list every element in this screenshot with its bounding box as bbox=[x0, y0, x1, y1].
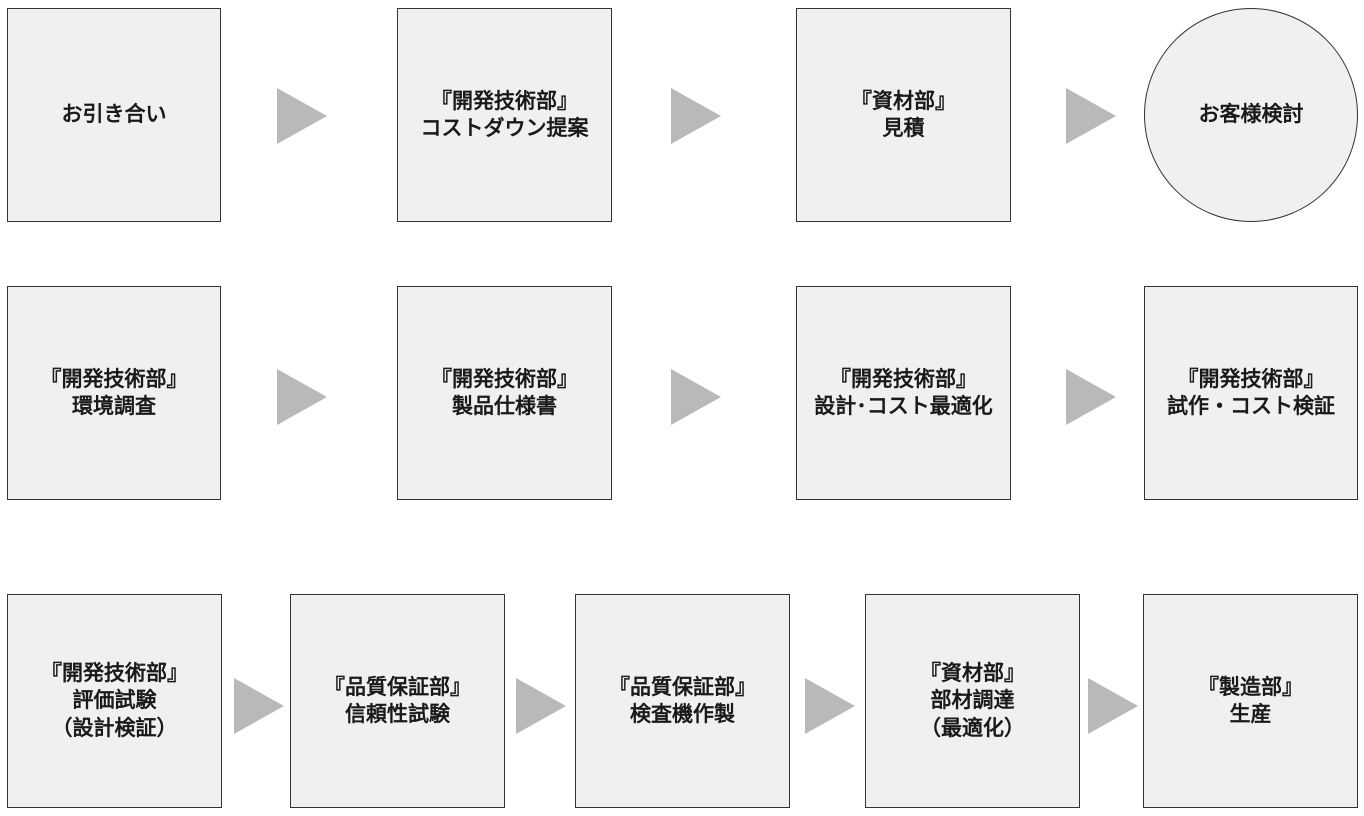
arrow-right-icon bbox=[277, 88, 327, 144]
node-cost-down-proposal: 『開発技術部』 コストダウン提案 bbox=[397, 8, 612, 222]
node-environment-survey: 『開発技術部』 環境調査 bbox=[7, 286, 221, 500]
node-label: 『資材部』 見積 bbox=[851, 88, 956, 140]
node-estimate: 『資材部』 見積 bbox=[796, 8, 1011, 222]
node-reliability-test: 『品質保証部』 信頼性試験 bbox=[290, 594, 505, 808]
node-label: 『資材部』 部材調達 （最適化） bbox=[920, 661, 1025, 740]
node-label: お引き合い bbox=[61, 102, 167, 127]
node-label: 『品質保証部』 検査機作製 bbox=[609, 674, 756, 726]
node-inspection-machine: 『品質保証部』 検査機作製 bbox=[575, 594, 790, 808]
node-evaluation-test: 『開発技術部』 評価試験 （設計検証） bbox=[7, 594, 222, 808]
node-production: 『製造部』 生産 bbox=[1143, 594, 1358, 808]
arrow-right-icon bbox=[516, 678, 566, 734]
node-label: 『開発技術部』 コストダウン提案 bbox=[420, 88, 589, 140]
arrow-right-icon bbox=[1066, 369, 1116, 425]
node-inquiry: お引き合い bbox=[7, 8, 221, 222]
arrow-right-icon bbox=[277, 369, 327, 425]
arrow-right-icon bbox=[805, 678, 855, 734]
node-parts-procurement: 『資材部』 部材調達 （最適化） bbox=[865, 594, 1080, 808]
node-label: 『開発技術部』 評価試験 （設計検証） bbox=[41, 661, 188, 740]
arrow-right-icon bbox=[671, 369, 721, 425]
node-label: お客様検討 bbox=[1198, 102, 1304, 127]
node-label: 『開発技術部』 環境調査 bbox=[40, 366, 188, 418]
arrow-right-icon bbox=[1066, 88, 1116, 144]
node-label: 『開発技術部』 試作・コスト検証 bbox=[1167, 366, 1335, 418]
node-label: 『開発技術部』 設計･コスト最適化 bbox=[814, 366, 993, 418]
node-customer-review: お客様検討 bbox=[1144, 8, 1358, 222]
arrow-right-icon bbox=[671, 88, 721, 144]
arrow-right-icon bbox=[234, 678, 284, 734]
arrow-right-icon bbox=[1088, 678, 1138, 734]
node-label: 『品質保証部』 信頼性試験 bbox=[324, 674, 471, 726]
node-design-cost-optimization: 『開発技術部』 設計･コスト最適化 bbox=[796, 286, 1011, 500]
node-product-spec: 『開発技術部』 製品仕様書 bbox=[397, 286, 612, 500]
node-prototype-cost-verification: 『開発技術部』 試作・コスト検証 bbox=[1144, 286, 1358, 500]
node-label: 『製造部』 生産 bbox=[1198, 674, 1303, 726]
node-label: 『開発技術部』 製品仕様書 bbox=[431, 366, 578, 418]
